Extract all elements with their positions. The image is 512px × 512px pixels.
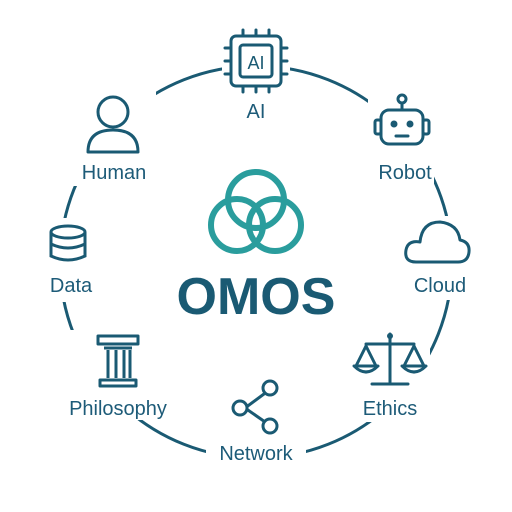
node-ethics: Ethics bbox=[352, 332, 428, 420]
node-data: Data bbox=[49, 224, 93, 297]
node-label-philosophy: Philosophy bbox=[69, 398, 167, 420]
node-label-ethics: Ethics bbox=[363, 398, 417, 420]
person-icon bbox=[86, 95, 140, 154]
node-human: Human bbox=[82, 95, 146, 184]
scales-pivot bbox=[387, 333, 393, 339]
node-label-robot: Robot bbox=[378, 162, 432, 184]
center-title: OMOS bbox=[177, 268, 336, 326]
database-icon bbox=[49, 224, 87, 262]
node-label-human: Human bbox=[82, 162, 146, 184]
node-label-network: Network bbox=[219, 443, 293, 465]
network-icon bbox=[231, 379, 279, 435]
three-ring-logo-icon bbox=[208, 169, 304, 254]
node-cloud: Cloud bbox=[404, 220, 471, 297]
node-label-cloud: Cloud bbox=[414, 275, 466, 297]
node-robot: Robot bbox=[373, 93, 432, 184]
ai-chip-text: AI bbox=[247, 53, 264, 73]
cloud-icon bbox=[404, 220, 471, 264]
scales-icon bbox=[352, 332, 428, 386]
pillar-icon bbox=[96, 334, 140, 388]
robot-eyes bbox=[390, 120, 414, 128]
node-ai: AI AI bbox=[223, 28, 289, 123]
robot-icon bbox=[373, 93, 431, 146]
node-label-data: Data bbox=[50, 275, 93, 297]
node-network: Network bbox=[219, 379, 294, 465]
node-label-ai: AI bbox=[247, 101, 266, 123]
ai-chip-icon bbox=[223, 28, 289, 94]
node-philosophy: Philosophy bbox=[69, 334, 167, 420]
